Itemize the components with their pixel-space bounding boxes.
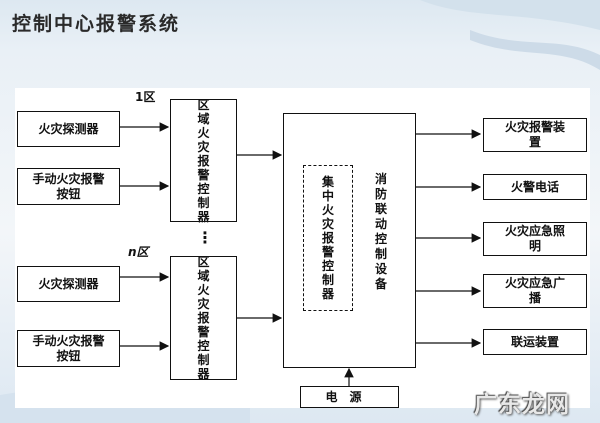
page-title: 控制中心报警系统: [12, 13, 181, 35]
central-system-box: [283, 113, 416, 368]
area-controller-box-1: 区域火灾报警控制器: [170, 98, 237, 224]
central-controller-box: 集中火灾报警控制器: [303, 165, 353, 311]
output-fire-alarm-device: 火灾报警装置: [483, 118, 587, 152]
output-fire-phone: 火警电话: [483, 174, 587, 200]
zone-n-label: n区: [128, 245, 149, 259]
area-controller-box-2: 区域火灾报警控制器: [170, 255, 237, 381]
watermark: 广东龙网: [474, 392, 570, 418]
output-emergency-lighting: 火灾应急照明: [483, 222, 587, 256]
ellipsis-dots: ⋮: [197, 228, 213, 247]
output-linkage-device: 联运装置: [483, 329, 587, 355]
fire-detector-box-1: 火灾探测器: [17, 111, 120, 147]
manual-alarm-button-box-2: 手动火灾报警按钮: [17, 330, 120, 367]
power-box: 电源: [300, 386, 399, 408]
zone-1-label: 1区: [135, 90, 156, 104]
output-emergency-broadcast: 火灾应急广播: [483, 274, 587, 308]
fire-detector-box-2: 火灾探测器: [17, 266, 120, 302]
manual-alarm-button-box-1: 手动火灾报警按钮: [17, 168, 120, 205]
linkage-device-label: 消防联动控制设备: [375, 172, 388, 291]
